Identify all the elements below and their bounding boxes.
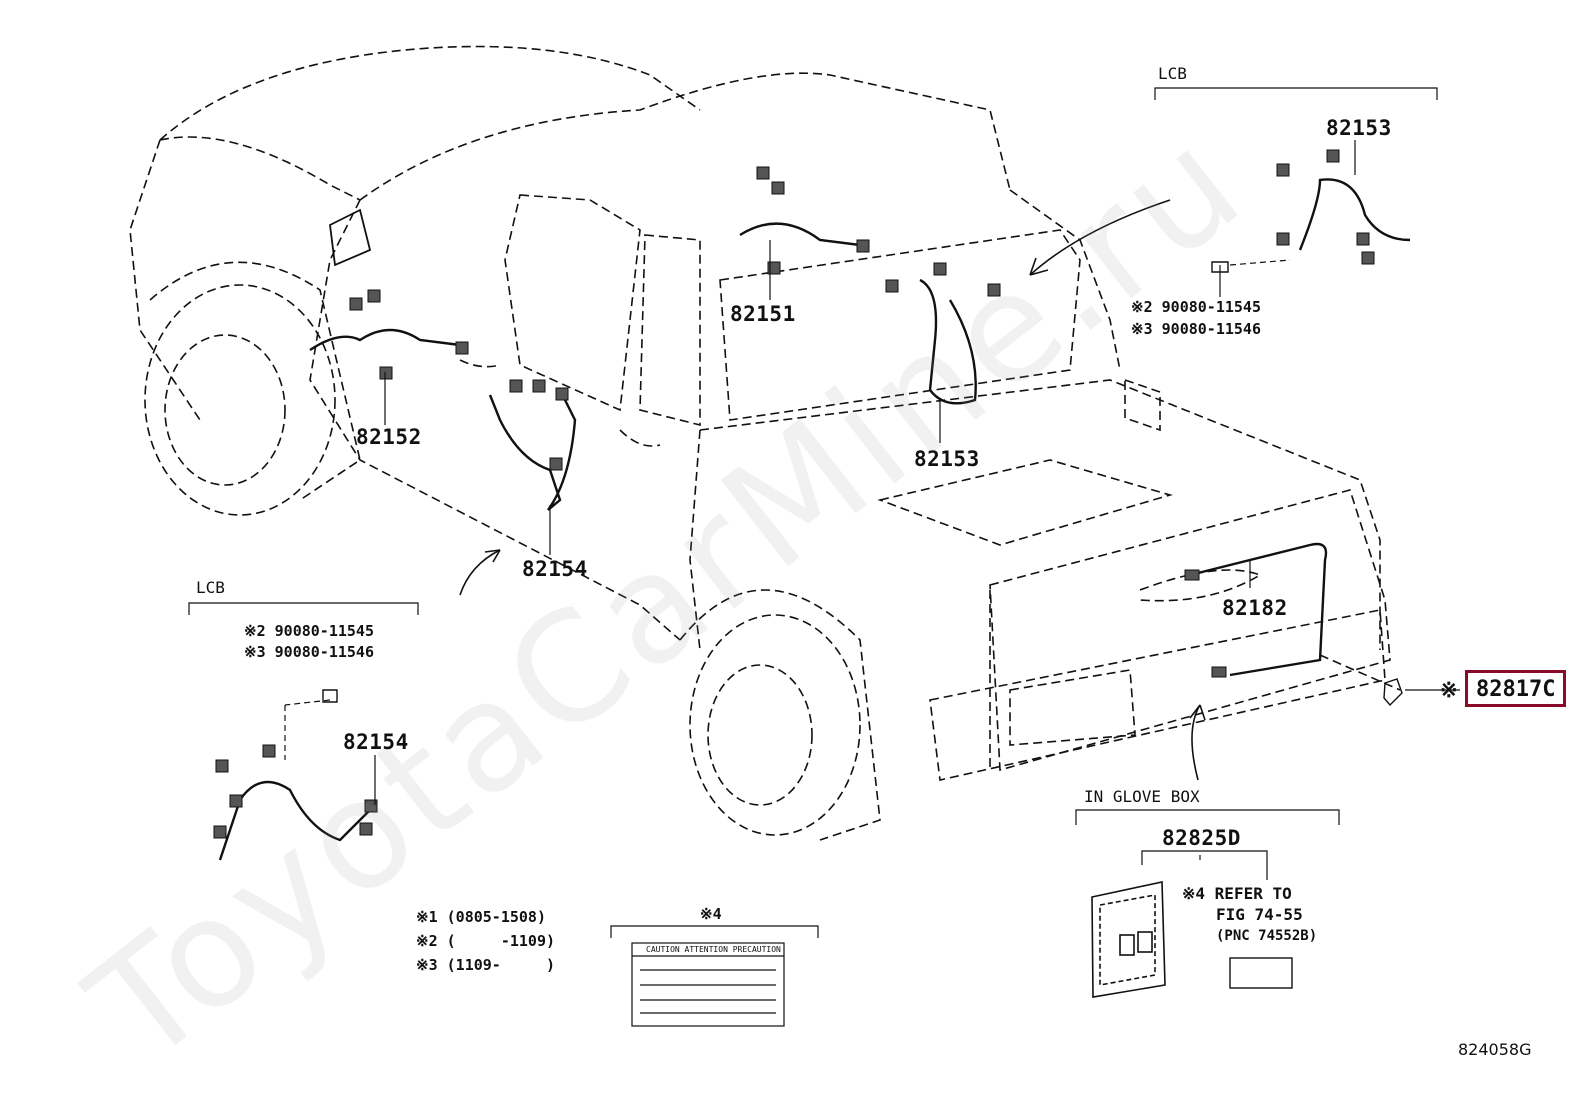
bolt-icons	[322, 261, 1229, 703]
part-label-82817c-highlight[interactable]: 82817C	[1465, 670, 1567, 707]
front-wheel	[144, 261, 361, 516]
part-label-82151[interactable]: 82151	[730, 302, 796, 326]
lcb-top-label: LCB	[1158, 64, 1187, 83]
bolt-line-2-left[interactable]: ※3 90080-11546	[244, 643, 374, 661]
caution-label-caption: CAUTION ATTENTION PRECAUTION	[646, 945, 781, 954]
caution-label-sheet	[631, 942, 785, 1027]
callout-arrows	[459, 199, 1206, 781]
part-label-82153-body[interactable]: 82153	[914, 447, 980, 471]
label-box-mark: ※4	[700, 905, 722, 923]
bolt-line-1-left[interactable]: ※2 90080-11545	[244, 622, 374, 640]
refer-box	[1229, 957, 1293, 989]
side-mirror	[329, 208, 372, 267]
footnote-3: ※3 (1109- )	[416, 956, 555, 974]
footnote-1: ※1 (0805-1508)	[416, 908, 546, 926]
glove-box-label: IN GLOVE BOX	[1084, 787, 1200, 806]
highlight-mark: ※	[1440, 678, 1459, 702]
part-label-82154-lcb[interactable]: 82154	[343, 730, 409, 754]
group-brackets	[188, 87, 1438, 938]
part-label-82825d[interactable]: 82825D	[1162, 826, 1241, 850]
bolt-line-2[interactable]: ※3 90080-11546	[1131, 320, 1261, 338]
diagram-code: 824058G	[1458, 1040, 1532, 1059]
part-label-82152[interactable]: 82152	[356, 425, 422, 449]
connectors	[213, 149, 1375, 839]
bolt-line-1[interactable]: ※2 90080-11545	[1131, 298, 1261, 316]
lcb-left-label: LCB	[196, 578, 225, 597]
wire-harnesses	[218, 178, 1411, 861]
refer-line-1: ※4 REFER TO	[1182, 884, 1292, 903]
clip-82817c-icon	[1383, 678, 1403, 707]
refer-line-3: (PNC 74552B)	[1216, 928, 1318, 944]
refer-line-2[interactable]: FIG 74-55	[1216, 905, 1303, 924]
leader-lines	[284, 140, 1460, 860]
part-label-82153-lcb[interactable]: 82153	[1326, 116, 1392, 140]
rear-wheel	[679, 589, 881, 841]
part-label-82182[interactable]: 82182	[1222, 596, 1288, 620]
part-label-82154-body[interactable]: 82154	[522, 557, 588, 581]
footnote-2: ※2 ( -1109)	[416, 932, 555, 950]
glove-box-pack	[1091, 881, 1166, 998]
